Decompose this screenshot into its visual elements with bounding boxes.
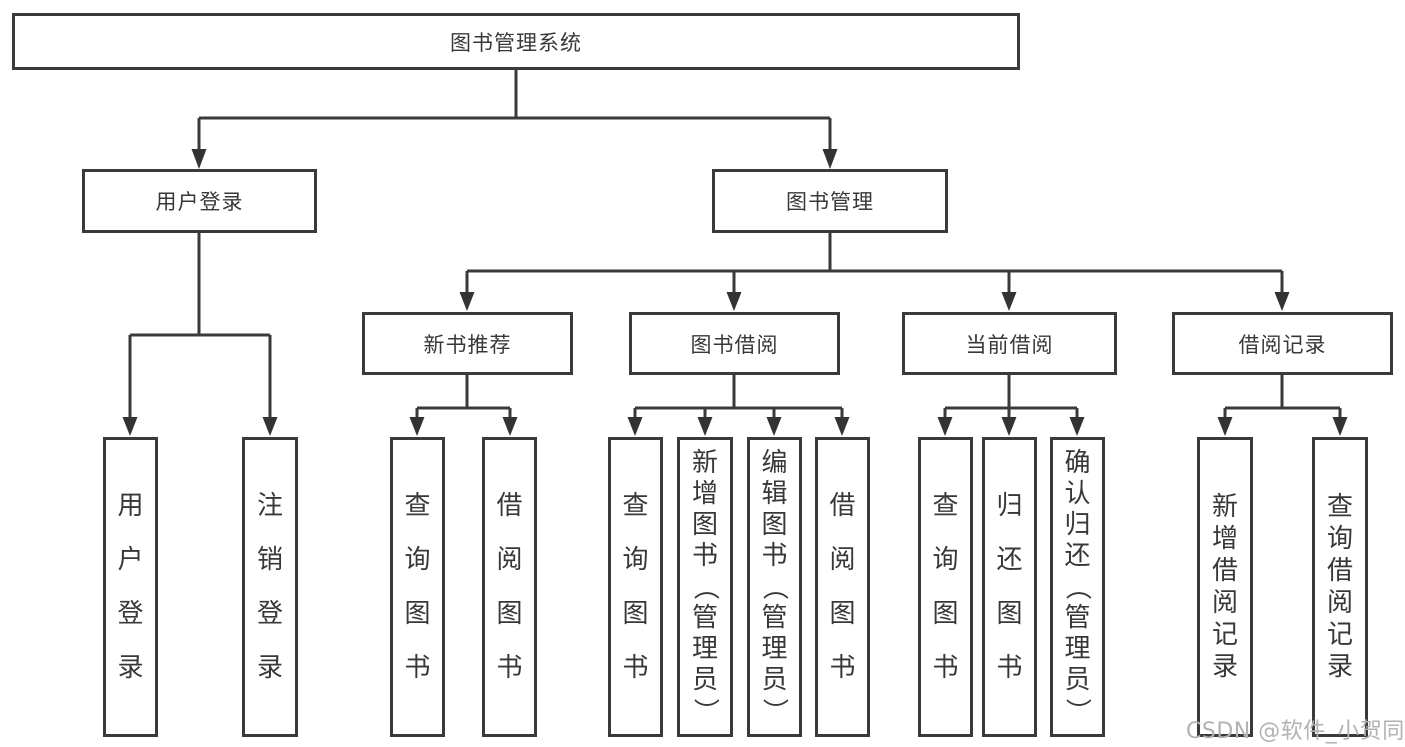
node-book-management: 图书管理 bbox=[712, 169, 948, 233]
watermark: CSDN @软件_小贺同学 bbox=[1186, 719, 1405, 744]
node-borrow-records: 借阅记录 bbox=[1172, 312, 1393, 375]
leaf-confirm-return-admin: 确认归还（管理员） bbox=[1050, 437, 1105, 737]
connector-arrowheads bbox=[122, 149, 1348, 436]
leaf-return-books: 归还图书 bbox=[982, 437, 1037, 737]
connector-paths bbox=[128, 70, 1342, 419]
node-current-borrow: 当前借阅 bbox=[902, 312, 1117, 375]
node-library-system: 图书管理系统 bbox=[12, 13, 1020, 70]
node-book-borrow: 图书借阅 bbox=[629, 312, 840, 375]
leaf-query-books-recommend: 查询图书 bbox=[390, 437, 445, 737]
leaf-borrow-books-recommend: 借阅图书 bbox=[482, 437, 537, 737]
leaf-add-borrow-record: 新增借阅记录 bbox=[1197, 437, 1253, 737]
node-user-login: 用户登录 bbox=[82, 169, 317, 233]
leaf-query-books-current: 查询图书 bbox=[918, 437, 973, 737]
leaf-logout: 注销登录 bbox=[242, 437, 298, 737]
leaf-edit-books-admin: 编辑图书（管理员） bbox=[747, 437, 802, 737]
leaf-borrow-books: 借阅图书 bbox=[815, 437, 870, 737]
node-new-book-recommend: 新书推荐 bbox=[362, 312, 573, 375]
leaf-add-books-admin: 新增图书（管理员） bbox=[677, 437, 733, 737]
leaf-query-books-borrow: 查询图书 bbox=[608, 437, 663, 737]
leaf-user-login: 用户登录 bbox=[103, 437, 158, 737]
leaf-query-borrow-record: 查询借阅记录 bbox=[1312, 437, 1368, 737]
